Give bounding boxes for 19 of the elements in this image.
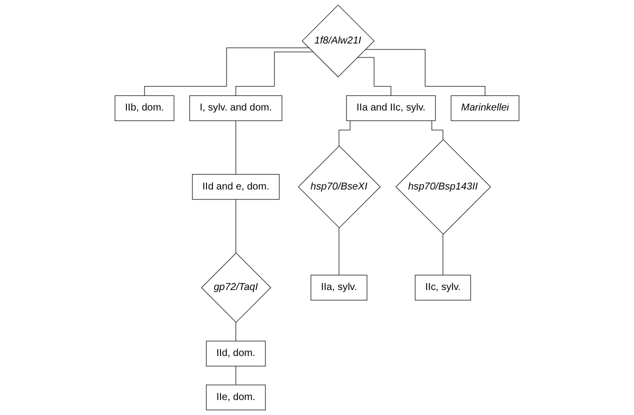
node-diamond: hsp70/BseXI — [298, 145, 381, 228]
node-box: IIe, dom. — [206, 384, 266, 410]
node-diamond: 1f8/Alw21I — [302, 4, 374, 78]
connector — [356, 57, 392, 96]
node-box: Marinkellei — [450, 95, 520, 122]
connector — [338, 228, 340, 276]
node-box: I, sylv. and dom. — [189, 95, 282, 122]
node-box: IId, dom. — [206, 340, 266, 366]
node-diamond: gp72/TaqI — [201, 252, 272, 323]
node-box: IIa and IIc, sylv. — [346, 95, 436, 122]
node-box: IIb, dom. — [114, 95, 174, 122]
connector — [236, 52, 314, 96]
node-box: IId and e, dom. — [192, 174, 280, 200]
node-diamond: hsp70/Bsp143II — [395, 139, 492, 235]
node-box: IIc, sylv. — [414, 274, 471, 300]
connector — [442, 234, 444, 276]
connector — [364, 49, 486, 96]
connector — [144, 47, 310, 96]
node-box: IIa, sylv. — [310, 274, 368, 300]
